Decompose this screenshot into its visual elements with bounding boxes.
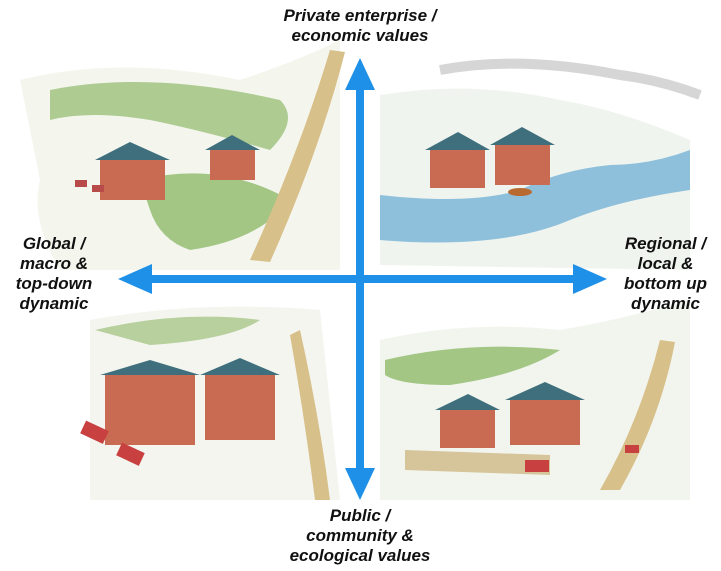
right-label-line: Regional /	[624, 234, 707, 253]
arrow-left-icon	[118, 264, 152, 294]
right-label-line: bottom up	[623, 274, 708, 293]
bottom-axis-label: Public / community & ecological values	[230, 506, 490, 566]
top-label-line: Private enterprise /	[283, 6, 437, 25]
left-label-line: dynamic	[19, 294, 89, 313]
bottom-label-line: Public /	[329, 506, 391, 525]
top-axis-label: Private enterprise / economic values	[230, 6, 490, 46]
sketch-top-right-river-village	[380, 58, 702, 270]
axes	[118, 58, 607, 500]
arrow-down-icon	[345, 468, 375, 500]
right-label-line: dynamic	[631, 294, 700, 313]
arrow-right-icon	[573, 264, 607, 294]
sketch-bottom-right-village	[380, 300, 690, 500]
bottom-label-line: ecological values	[289, 546, 431, 565]
sketch-top-left-countryside	[20, 40, 345, 270]
left-label-line: macro &	[19, 254, 89, 273]
bottom-label-line: community &	[306, 526, 414, 545]
right-label-line: local &	[637, 254, 694, 273]
left-axis-label: Global / macro & top-down dynamic	[0, 234, 108, 314]
left-label-line: top-down	[15, 274, 93, 293]
sketch-bottom-left-town	[80, 306, 340, 500]
top-label-line: economic values	[291, 26, 429, 45]
arrow-up-icon	[345, 58, 375, 90]
right-axis-label: Regional / local & bottom up dynamic	[610, 234, 721, 314]
left-label-line: Global /	[22, 234, 86, 253]
